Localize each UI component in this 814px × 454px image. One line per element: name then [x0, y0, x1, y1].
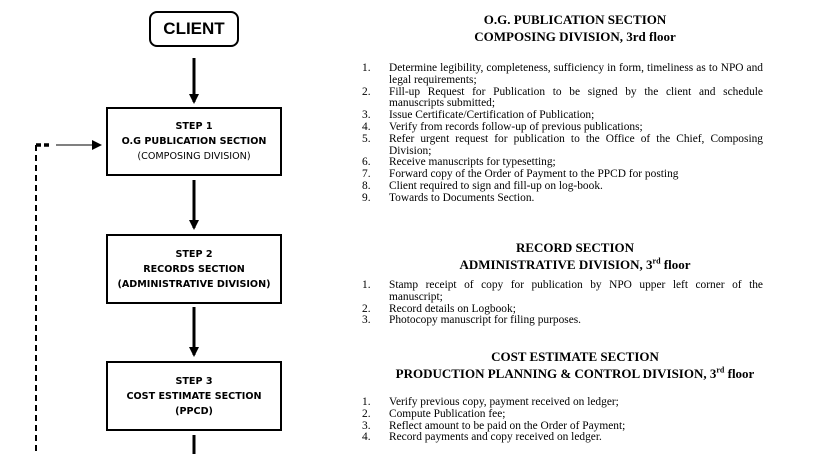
step-2-box: STEP 2 RECORDS SECTION (ADMINISTRATIVE D…	[106, 234, 282, 304]
list-item: 6.Receive manuscripts for typesetting;	[362, 156, 556, 169]
list-item: 1.Determine legibility, completeness, su…	[362, 62, 763, 86]
og-publication-heading: O.G. PUBLICATION SECTION COMPOSING DIVIS…	[340, 11, 810, 45]
step-3-line-1: COST ESTIMATE SECTION	[126, 390, 262, 402]
section-2-title: RECORD SECTION	[515, 240, 635, 255]
section-3-title: COST ESTIMATE SECTION	[491, 349, 659, 364]
section-3-list: 1.Verify previous copy, payment received…	[352, 396, 763, 444]
list-item: 9.Towards to Documents Section.	[362, 191, 535, 204]
step-1-box: STEP 1 O.G PUBLICATION SECTION (COMPOSIN…	[106, 107, 282, 176]
list-item: 2.Record details on Logbook;	[362, 302, 516, 315]
list-item: 7.Forward copy of the Order of Payment t…	[362, 168, 679, 181]
cost-estimate-heading: COST ESTIMATE SECTION PRODUCTION PLANNIN…	[340, 348, 810, 382]
section-2-division: ADMINISTRATIVE DIVISION, 3rd floor	[459, 256, 691, 272]
record-section-heading: RECORD SECTION ADMINISTRATIVE DIVISION, …	[340, 239, 810, 273]
step-2-line-1: RECORDS SECTION	[143, 263, 245, 275]
step-1-title: STEP 1	[175, 121, 213, 132]
section-2-list: 1.Stamp receipt of copy for publication …	[352, 279, 763, 327]
step-1-line-1: O.G PUBLICATION SECTION	[121, 136, 267, 147]
list-item: 1.Stamp receipt of copy for publication …	[362, 279, 763, 303]
list-item: 3.Photocopy manuscript for filing purpos…	[362, 314, 582, 327]
step-2-title: STEP 2	[175, 248, 213, 260]
step-1-line-2: (COMPOSING DIVISION)	[137, 151, 251, 162]
list-item: 2.Compute Publication fee;	[362, 407, 506, 420]
section-1-division: COMPOSING DIVISION, 3rd floor	[474, 29, 676, 44]
list-item: 8.Client required to sign and fill-up on…	[362, 179, 603, 192]
step-2-line-2: (ADMINISTRATIVE DIVISION)	[117, 278, 271, 290]
client-box: CLIENT	[149, 11, 239, 47]
step-3-line-2: (PPCD)	[175, 405, 213, 417]
list-item: 4.Record payments and copy received on l…	[362, 431, 602, 444]
section-1-title: O.G. PUBLICATION SECTION	[483, 12, 667, 27]
section-3-division: PRODUCTION PLANNING & CONTROL DIVISION, …	[395, 365, 755, 381]
list-item: 2.Fill-up Request for Publication to be …	[362, 85, 763, 110]
step-3-title: STEP 3	[175, 375, 213, 387]
list-item: 3.Reflect amount to be paid on the Order…	[362, 419, 626, 432]
section-1-list: 1.Determine legibility, completeness, su…	[352, 62, 763, 205]
list-item: 5.Refer urgent request for publication t…	[362, 132, 763, 157]
client-label: CLIENT	[163, 19, 225, 38]
step-3-box: STEP 3 COST ESTIMATE SECTION (PPCD)	[106, 361, 282, 431]
list-item: 1.Verify previous copy, payment received…	[362, 396, 619, 408]
list-item: 4.Verify from records follow-up of previ…	[362, 120, 643, 133]
list-item: 3.Issue Certificate/Certification of Pub…	[362, 109, 595, 122]
